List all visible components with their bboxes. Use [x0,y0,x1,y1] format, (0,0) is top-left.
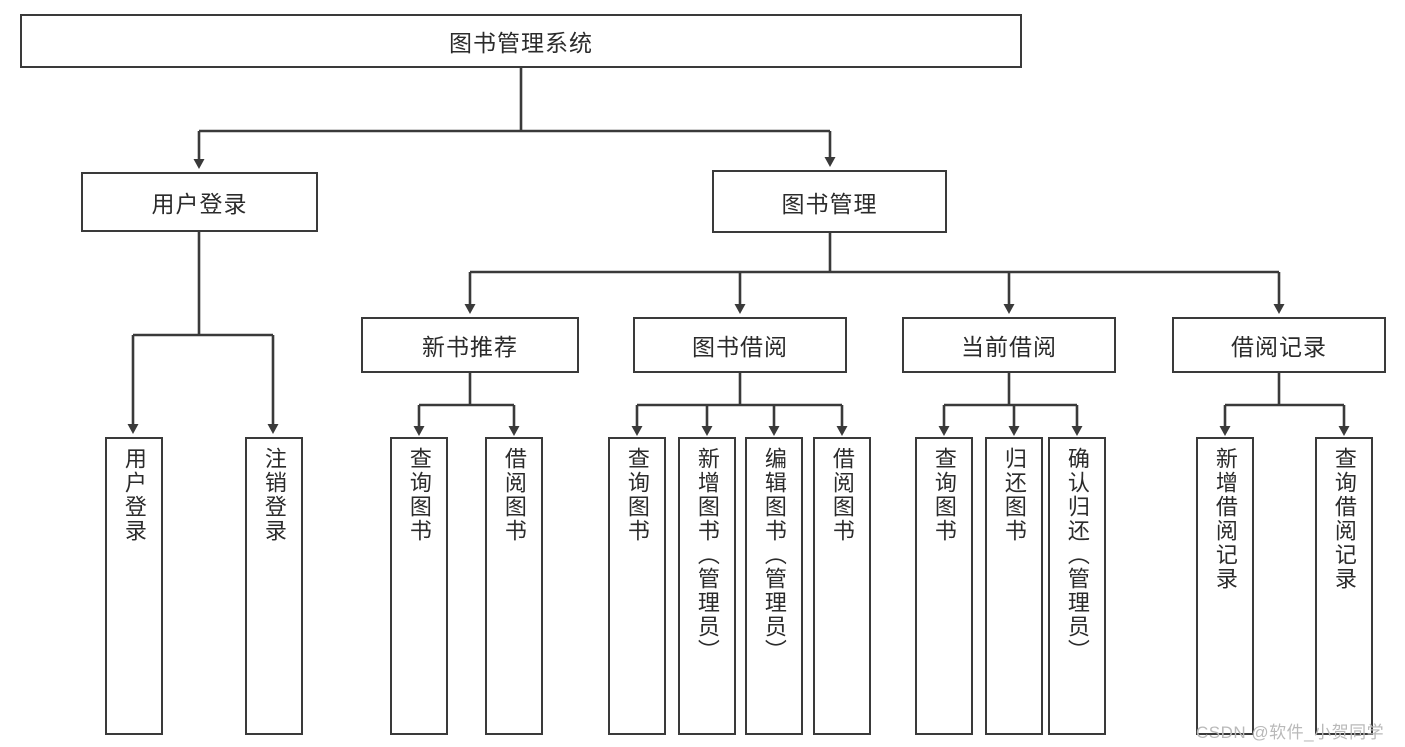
leaf-borrow-book-2[interactable]: 借阅图书 [813,437,871,735]
leaf-add-book-label: 新增图书（管理员） [694,447,720,663]
leaf-confirm-return-label: 确认归还（管理员） [1064,447,1090,663]
leaf-confirm-return[interactable]: 确认归还（管理员） [1048,437,1106,735]
leaf-query-record-label: 查询借阅记录 [1331,447,1357,591]
csdn-watermark: CSDN @软件_小贺同学 [1196,723,1385,742]
node-book-manage-label: 图书管理 [781,190,878,217]
node-book-borrow[interactable]: 图书借阅 [633,317,847,373]
leaf-add-record[interactable]: 新增借阅记录 [1196,437,1254,735]
node-new-book-recommend[interactable]: 新书推荐 [361,317,579,373]
node-book-manage[interactable]: 图书管理 [712,170,947,233]
node-borrow-record-label: 借阅记录 [1231,334,1327,360]
node-current-borrow[interactable]: 当前借阅 [902,317,1116,373]
node-user-login-label: 用户登录 [151,191,248,217]
leaf-edit-book[interactable]: 编辑图书（管理员） [745,437,803,735]
leaf-borrow-book-1-label: 借阅图书 [501,447,527,543]
leaf-query-book-3-label: 查询图书 [931,447,957,543]
leaf-query-book-2[interactable]: 查询图书 [608,437,666,735]
leaf-borrow-book-2-label: 借阅图书 [829,447,855,543]
leaf-query-book-3[interactable]: 查询图书 [915,437,973,735]
node-new-book-recommend-label: 新书推荐 [422,334,518,360]
leaf-add-record-label: 新增借阅记录 [1212,447,1238,591]
leaf-add-book[interactable]: 新增图书（管理员） [678,437,736,735]
leaf-logout[interactable]: 注销登录 [245,437,303,735]
node-user-login[interactable]: 用户登录 [81,172,318,232]
node-current-borrow-label: 当前借阅 [961,334,1057,360]
leaf-edit-book-label: 编辑图书（管理员） [761,447,787,663]
leaf-return-book-label: 归还图书 [1001,447,1027,543]
leaf-query-book-2-label: 查询图书 [624,447,650,543]
leaf-query-book-1-label: 查询图书 [406,447,432,543]
node-borrow-record[interactable]: 借阅记录 [1172,317,1386,373]
leaf-borrow-book-1[interactable]: 借阅图书 [485,437,543,735]
leaf-user-login[interactable]: 用户登录 [105,437,163,735]
leaf-user-login-label: 用户登录 [121,447,147,543]
node-root-label: 图书管理系统 [449,30,593,56]
leaf-logout-label: 注销登录 [261,447,287,543]
leaf-query-book-1[interactable]: 查询图书 [390,437,448,735]
leaf-query-record[interactable]: 查询借阅记录 [1315,437,1373,735]
node-root[interactable]: 图书管理系统 [20,14,1022,68]
node-book-borrow-label: 图书借阅 [692,334,788,360]
leaf-return-book[interactable]: 归还图书 [985,437,1043,735]
